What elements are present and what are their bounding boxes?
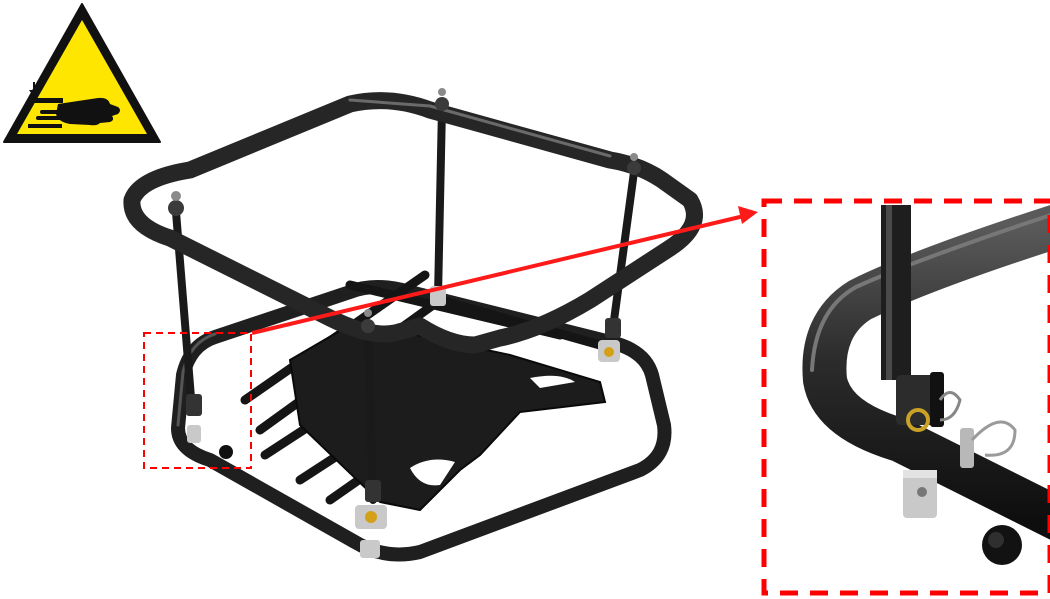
post-fittings xyxy=(168,88,641,558)
detail-highlight-box xyxy=(143,332,252,469)
floor-plate xyxy=(288,320,607,512)
floor-plate-cutout-front xyxy=(410,459,455,486)
callout-arrow xyxy=(251,206,758,335)
zoom-vertical-post xyxy=(881,205,911,380)
lower-frame-highlight xyxy=(176,332,217,427)
zoom-detail-frame xyxy=(761,198,1050,596)
frame-assembly xyxy=(123,88,703,562)
floor-plate-cutout xyxy=(530,375,575,388)
warning-triangle-fill xyxy=(17,20,147,134)
zoom-detail-view xyxy=(761,198,1050,596)
hand-crush-warning-icon xyxy=(28,82,120,128)
zoom-tube-highlight xyxy=(810,213,1050,372)
upper-frame-highlight xyxy=(348,98,612,158)
vertical-posts xyxy=(172,104,638,504)
upper-frame-tube xyxy=(123,92,703,354)
warning-sign xyxy=(3,3,161,143)
zoom-frame-tube xyxy=(802,205,1050,540)
zoom-locking-pin xyxy=(960,428,974,468)
